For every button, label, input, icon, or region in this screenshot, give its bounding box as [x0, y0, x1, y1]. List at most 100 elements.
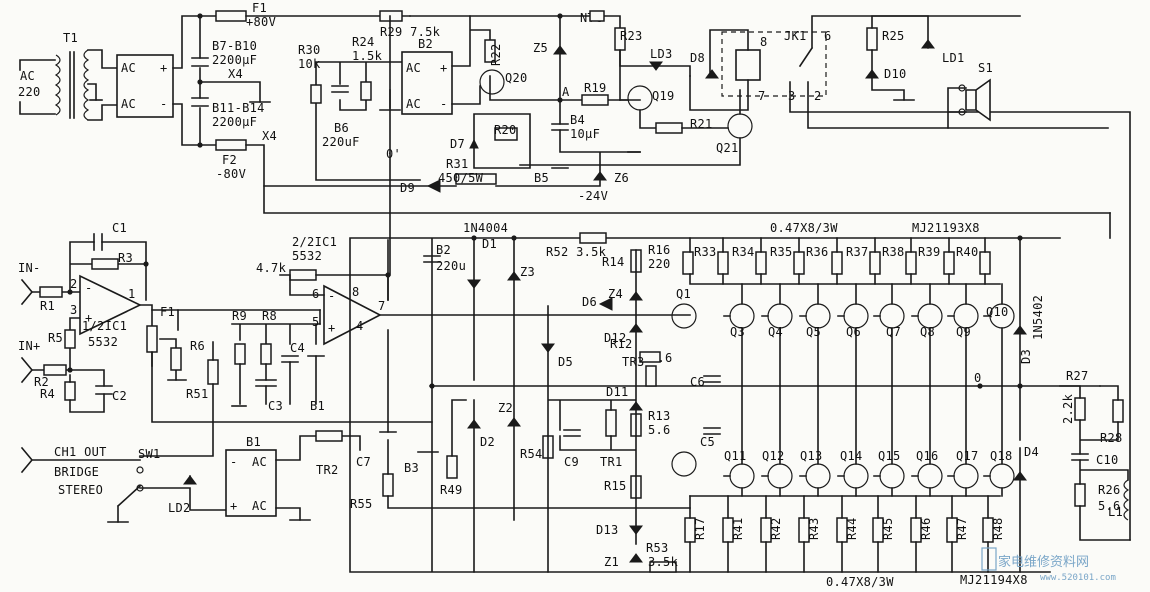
- q15-label: Q15: [878, 449, 901, 463]
- r24-label: R24: [352, 35, 375, 49]
- pin-7-label: 7: [378, 299, 386, 313]
- ic1a-label: 1/2IC1: [82, 319, 127, 333]
- q6-label: Q6: [846, 325, 861, 339]
- r25-label: R25: [882, 29, 905, 43]
- pin-3-label: 3: [70, 303, 78, 317]
- f1-label: F1: [252, 1, 267, 15]
- b1-ac-1: AC: [252, 455, 267, 469]
- t1-label: T1: [63, 31, 78, 45]
- r47k-label: 4.7k: [256, 261, 287, 275]
- relay-pin-6: 6: [824, 29, 832, 43]
- bot-res-label: 0.47X8/3W: [826, 575, 894, 589]
- f1-voltage: +80V: [246, 15, 276, 29]
- b2-outputs: [451, 15, 641, 105]
- bridge-label: BRIDGE: [54, 465, 99, 479]
- res-r1: [39, 286, 63, 298]
- junction-dot: [197, 13, 203, 19]
- q12-label: Q12: [762, 449, 785, 463]
- bottom-output-transistor: [843, 463, 869, 489]
- r42-label: R42: [769, 517, 783, 540]
- q18-label: Q18: [990, 449, 1013, 463]
- res-r55: [382, 473, 394, 497]
- r8-label: R8: [262, 309, 277, 323]
- r29-label: R29 7.5k: [380, 25, 441, 39]
- res-r51: [207, 359, 219, 385]
- ac-voltage-label: 220: [18, 85, 41, 99]
- q21-label: Q21: [716, 141, 739, 155]
- ld2-led: [183, 475, 197, 485]
- pin-5-label: 5: [312, 315, 320, 329]
- q20-label: Q20: [505, 71, 528, 85]
- junction-dot: [557, 13, 563, 19]
- res-r28: [1112, 399, 1124, 423]
- d6-label: D6: [582, 295, 597, 309]
- bottom-transistor-wire: [911, 385, 931, 497]
- junction-dot: [429, 383, 435, 389]
- b1-plus: +: [230, 499, 238, 513]
- r33-label: R33: [694, 245, 717, 259]
- z1-zener: [629, 553, 643, 563]
- d2-label: D2: [480, 435, 495, 449]
- output-node: [977, 383, 983, 389]
- r13-label: R13: [648, 409, 671, 423]
- d5-diode: [541, 343, 555, 353]
- b1-minus: -: [230, 455, 238, 469]
- r51-wires: [139, 341, 214, 457]
- b1-label: B1: [246, 435, 261, 449]
- sw1-contact-top[interactable]: [136, 466, 144, 474]
- node-a-label: A: [562, 85, 570, 99]
- r20-label: R20: [494, 123, 517, 137]
- b2-ac-1: AC: [406, 61, 421, 75]
- bottom-transistor-wire: [983, 385, 1003, 497]
- zero-out-label: 0: [974, 371, 982, 385]
- top-emitter-resistor: [905, 251, 917, 275]
- opamp-ic1b: [323, 284, 382, 346]
- power-supply-section: AC 220 T1 AC AC + - F1 +80V F2 -80V B7-B…: [18, 1, 1111, 214]
- d13-label: D13: [596, 523, 619, 537]
- bot-tr-label: MJ21194X8: [960, 573, 1028, 587]
- rect-ac-1: AC: [121, 61, 136, 75]
- b2-minus: -: [440, 97, 448, 111]
- junction-dots: [67, 13, 1023, 389]
- psu-ground-wire: [199, 81, 261, 103]
- res-r2: [43, 364, 67, 376]
- b4-label: B4: [570, 113, 585, 127]
- tr3-label: TR3: [622, 355, 645, 369]
- f2-label: F2: [222, 153, 237, 167]
- z4-label: Z4: [608, 287, 623, 301]
- r41-label: R41: [731, 517, 745, 540]
- r45-label: R45: [881, 517, 895, 540]
- res-r27: [1074, 397, 1086, 421]
- sw1-lever[interactable]: [116, 484, 142, 523]
- in-minus-label: IN-: [18, 261, 41, 275]
- bottom-output-transistor: [879, 463, 905, 489]
- watermark-text: 家电维修资料网: [998, 554, 1089, 570]
- b11-label: B11-B14: [212, 101, 265, 115]
- q14-label: Q14: [840, 449, 863, 463]
- res-r8: [260, 343, 272, 365]
- c10-label: C10: [1096, 453, 1119, 467]
- ld2-label: LD2: [168, 501, 191, 515]
- b7-value: 2200μF: [212, 53, 257, 67]
- r36-label: R36: [806, 245, 829, 259]
- r48-label: R48: [991, 517, 1005, 540]
- q13-label: Q13: [800, 449, 823, 463]
- top-emitter-resistor: [869, 251, 881, 275]
- zobel-wires: [1059, 385, 1131, 541]
- d8-diode: [705, 69, 719, 79]
- res-r49: [446, 455, 458, 479]
- b4-wires: [559, 99, 641, 173]
- rect-minus: -: [160, 97, 168, 111]
- r53-label: R53: [646, 541, 669, 555]
- feedback-wires: [69, 241, 147, 301]
- t1-secondary-wires: [87, 49, 118, 121]
- q5-label: Q5: [806, 325, 821, 339]
- r23-label: R23: [620, 29, 643, 43]
- r20-d7-block: [473, 113, 531, 169]
- q1-body: [671, 303, 697, 329]
- r34-label: R34: [732, 245, 755, 259]
- d1-z3-wires: [473, 237, 515, 573]
- c1-label: C1: [112, 221, 127, 235]
- res-r20: [494, 127, 518, 141]
